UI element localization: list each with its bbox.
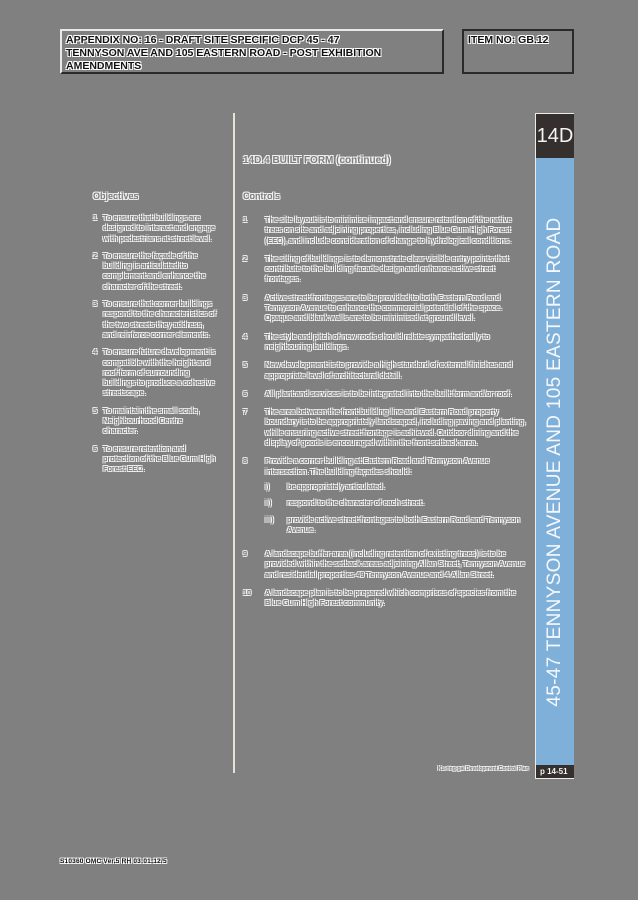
sub-item-text: provide active street frontages to both … (287, 514, 521, 534)
control-item: 3 Active street frontages are to be provi… (243, 293, 526, 324)
objective-text: To ensure retention and protection of th… (103, 443, 216, 474)
document-stamp: S10360 OMC Ver.5 RH 03:01:12/5 (60, 858, 167, 865)
chapter-title-band: 45-47 TENNYSON AVENUE AND 105 EASTERN RO… (536, 158, 574, 765)
chapter-code: 14D (536, 114, 574, 158)
control-text: A landscape buffer area (including reten… (265, 549, 525, 579)
control-sub-list: i) be appropriately articulated. ii) respo… (265, 482, 526, 535)
item-number-box: ITEM NO: GB.12 (462, 29, 574, 74)
control-text: Provide a corner building at Eastern Roa… (265, 456, 490, 476)
control-text: New development is to provide a high sta… (265, 360, 513, 380)
appendix-title-box: APPENDIX NO: 16 - DRAFT SITE SPECIFIC DC… (60, 29, 444, 74)
control-sub-item: ii) respond to the character of each stre… (265, 498, 526, 508)
objective-item: 4 To ensure future development is compati… (93, 347, 218, 398)
chapter-side-tab: 14D 45-47 TENNYSON AVENUE AND 105 EASTER… (535, 113, 574, 779)
controls-list: 1 The site layout is to minimise impact a… (243, 215, 526, 617)
control-number: 10 (243, 588, 252, 598)
page-number: p 14-51 (536, 765, 574, 779)
control-number: 4 (243, 331, 248, 341)
objective-item: 3 To ensure that corner buildings respond… (93, 299, 218, 340)
control-number: 8 (243, 456, 248, 466)
objective-item: 5 To maintain the small scale, Neighbourh… (93, 406, 218, 437)
control-item: 7 The area between the front building lin… (243, 407, 526, 448)
control-number: 3 (243, 292, 248, 302)
objectives-heading: Objectives (93, 191, 139, 201)
section-title: 14D.4 BUILT FORM (continued) (243, 155, 391, 166)
objectives-list: 1 To ensure that buildings are designed t… (93, 213, 218, 482)
control-item: 5 New development is to provide a high st… (243, 360, 526, 381)
chapter-vertical-title: 45-47 TENNYSON AVENUE AND 105 EASTERN RO… (544, 216, 565, 707)
control-sub-item: i) be appropriately articulated. (265, 482, 526, 492)
sub-item-number: iii) (265, 514, 274, 524)
sub-item-number: i) (265, 481, 270, 491)
control-text: Active street frontages are to be provid… (265, 292, 502, 323)
objective-text: To ensure that buildings are designed to… (103, 213, 215, 243)
control-number: 9 (243, 549, 248, 559)
objective-number: 5 (93, 405, 98, 415)
control-number: 6 (243, 388, 248, 398)
control-text: The style and pitch of new roofs should … (265, 331, 490, 351)
control-item: 10 A landscape plan is to be prepared whi… (243, 588, 526, 609)
control-text: All plant and services is to be integrat… (265, 388, 512, 398)
control-item: 6 All plant and services is to be integra… (243, 389, 526, 399)
control-item: 2 The siting of buildings is to demonstra… (243, 254, 526, 285)
objective-number: 2 (93, 250, 98, 260)
control-text: A landscape plan is to be prepared which… (265, 588, 516, 608)
objective-item: 1 To ensure that buildings are designed t… (93, 213, 218, 244)
objective-text: To ensure that corner buildings respond … (103, 299, 217, 339)
control-text: The area between the front building line… (265, 407, 526, 448)
appendix-title-line-1: APPENDIX NO: 16 - DRAFT SITE SPECIFIC DC… (66, 34, 340, 46)
appendix-title-line-2: TENNYSON AVE AND 105 EASTERN ROAD - POST… (66, 47, 382, 59)
sub-item-text: be appropriately articulated. (287, 481, 385, 491)
objective-number: 6 (93, 443, 98, 453)
control-item: 9 A landscape buffer area (including rete… (243, 549, 526, 580)
objective-text: To ensure future development is compatib… (103, 347, 216, 398)
footer-caption: Ku-ring-gai Development Control Plan (438, 766, 529, 772)
control-number: 5 (243, 360, 248, 370)
objective-item: 2 To ensure the façade of the building is… (93, 251, 218, 292)
item-number: ITEM NO: GB.12 (468, 34, 549, 46)
controls-heading: Controls (243, 191, 280, 201)
control-number: 7 (243, 407, 248, 417)
control-item: 4 The style and pitch of new roofs should… (243, 332, 526, 353)
control-number: 1 (243, 215, 248, 224)
objective-number: 3 (93, 299, 98, 309)
control-text: The siting of buildings is to demonstrat… (265, 253, 509, 284)
control-number: 2 (243, 253, 248, 263)
appendix-title-line-3: AMENDMENTS (66, 60, 142, 72)
control-sub-item: iii) provide active street frontages to b… (265, 515, 526, 536)
objective-number: 4 (93, 347, 98, 357)
column-divider (233, 113, 235, 773)
objective-item: 6 To ensure retention and protection of t… (93, 444, 218, 475)
sub-item-number: ii) (265, 498, 272, 508)
objective-text: To ensure the façade of the building is … (103, 250, 206, 291)
objective-number: 1 (93, 213, 98, 222)
objective-text: To maintain the small scale, Neighbourho… (103, 405, 200, 436)
control-item: 8 Provide a corner building at Eastern R… (243, 456, 526, 541)
control-item: 1 The site layout is to minimise impact a… (243, 215, 526, 246)
sub-item-text: respond to the character of each street. (287, 498, 425, 508)
control-body: Provide a corner building at Eastern Roa… (265, 456, 526, 541)
control-text: The site layout is to minimise impact an… (265, 215, 512, 245)
